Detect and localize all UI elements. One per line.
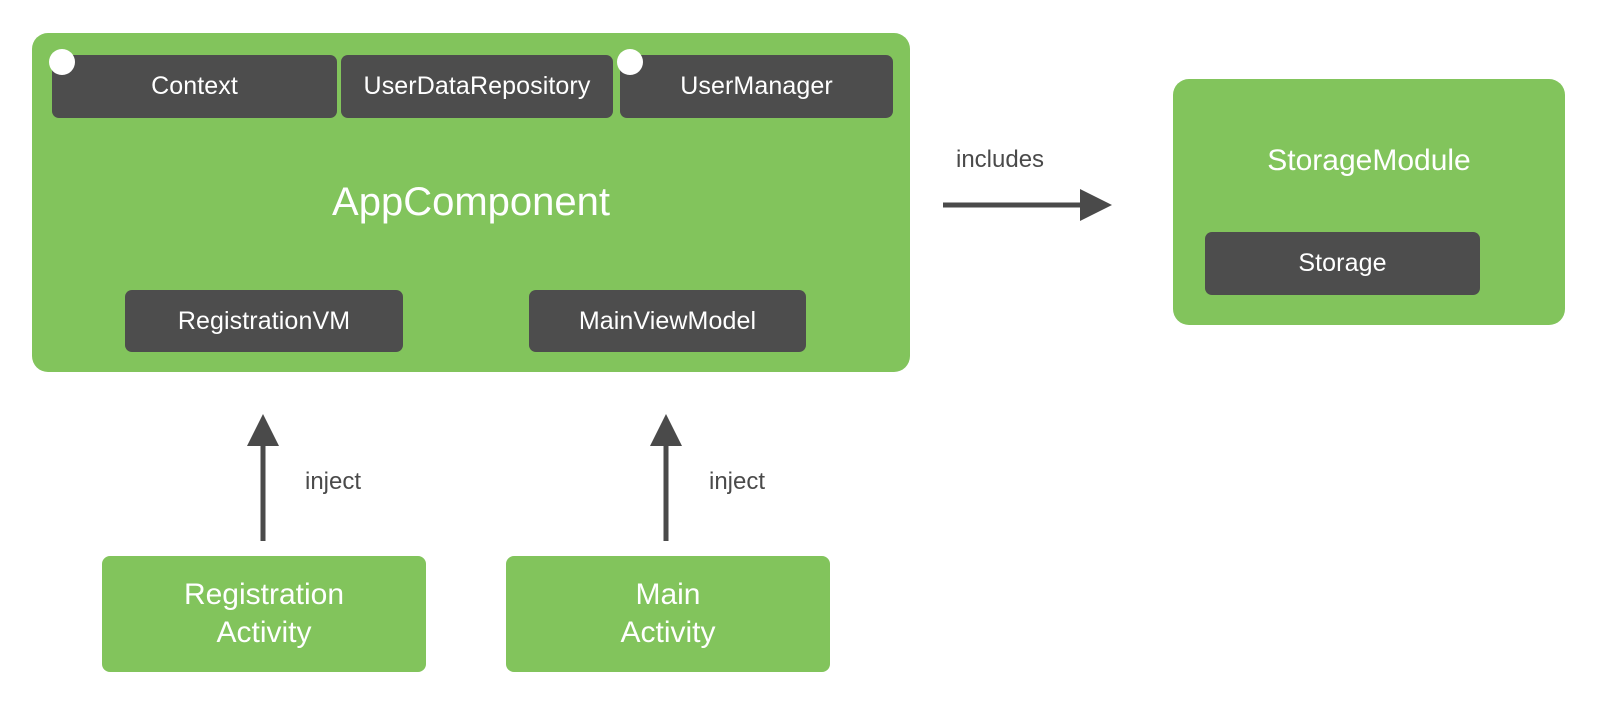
inject-arrow-main (650, 414, 682, 541)
inject-arrow-registration (247, 414, 279, 541)
edge-label-inject-registration: inject (305, 468, 362, 495)
app-component-panel[interactable]: Context UserDataRepository UserManager A… (32, 33, 910, 372)
main-activity-box[interactable]: Main Activity (506, 556, 830, 672)
main-activity-label-line2: Activity (620, 616, 716, 649)
app-component-title: AppComponent (332, 180, 610, 224)
edge-label-inject-main: inject (709, 468, 766, 495)
storage-module-title: StorageModule (1267, 144, 1471, 177)
viewmodel-chip-registrationvm[interactable]: RegistrationVM (125, 290, 403, 352)
binding-chip-usermanager-label: UserManager (680, 72, 833, 100)
binding-chip-userdatarepository-label: UserDataRepository (363, 72, 591, 100)
binding-chip-context[interactable]: Context (52, 55, 337, 118)
viewmodel-chip-registrationvm-label: RegistrationVM (177, 306, 351, 335)
entry-point-dot-context (49, 49, 75, 75)
binding-chip-context-label: Context (151, 72, 238, 100)
binding-chip-userdatarepository[interactable]: UserDataRepository (341, 55, 613, 118)
registration-activity-box[interactable]: Registration Activity (102, 556, 426, 672)
main-activity-label: Main Activity (620, 576, 715, 653)
storage-module-panel[interactable]: StorageModule Storage (1173, 79, 1565, 325)
registration-activity-label: Registration Activity (184, 576, 344, 653)
registration-activity-label-line2: Activity (216, 616, 312, 649)
binding-chip-storage-label: Storage (1298, 249, 1387, 277)
main-activity-label-line1: Main (635, 577, 701, 611)
viewmodel-chip-mainviewmodel[interactable]: MainViewModel (529, 290, 806, 352)
registration-activity-label-line1: Registration (183, 577, 345, 611)
viewmodel-chip-mainviewmodel-label: MainViewModel (578, 306, 757, 335)
binding-chip-storage[interactable]: Storage (1205, 232, 1480, 295)
edge-label-includes: includes (956, 146, 1045, 173)
entry-point-dot-usermanager (617, 49, 643, 75)
binding-chip-usermanager[interactable]: UserManager (620, 55, 893, 118)
includes-arrow (943, 189, 1112, 221)
